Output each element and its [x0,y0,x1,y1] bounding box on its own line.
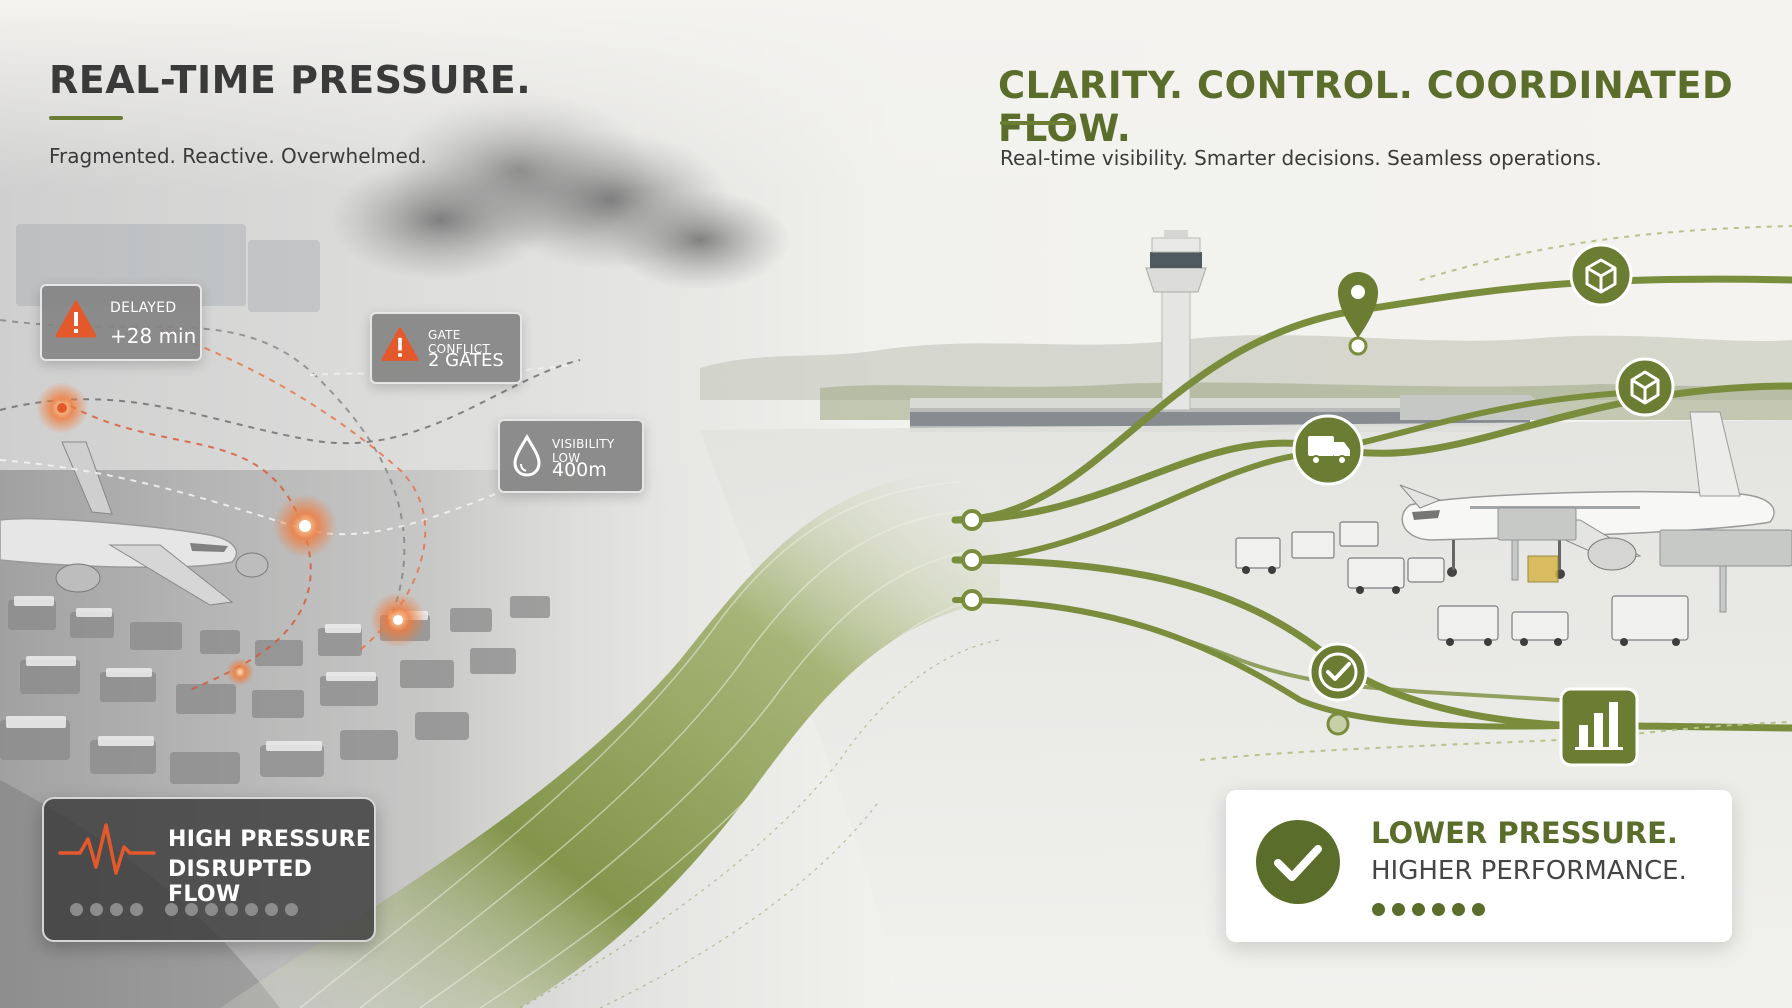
disrupted-flow-line: DISRUPTED FLOW [168,857,313,907]
right-subtitle: Real-time visibility. Smarter decisions.… [1000,146,1602,170]
green-flow-wave [220,470,1001,1008]
left-airplane [0,441,269,606]
bar-chart-icon [1559,687,1639,767]
higher-performance-line: HIGHER PERFORMANCE. [1371,856,1687,886]
right-airplane [1399,411,1775,579]
right-headline: CLARITY. CONTROL. COORDINATED FLOW. [998,64,1734,150]
visibility-label: VISIBILITY LOW [552,437,615,465]
gate-conflict-alert: GATE CONFLICT 2 GATES [370,312,522,384]
delayed-label: DELAYED [110,300,177,316]
check-circle-icon [1256,820,1340,904]
location-pin-icon [1338,272,1378,338]
high-pressure-card: HIGH PRESSURE DISRUPTED FLOW [42,797,376,942]
gate-conflict-label: GATE CONFLICT [428,328,491,356]
right-headline-underline [1000,121,1075,125]
visibility-alert: VISIBILITY LOW 400m [498,419,644,493]
lower-pressure-line: LOWER PRESSURE. [1371,816,1678,850]
left-headline-underline [49,116,123,120]
package-open-icon [1615,357,1675,417]
pressure-dots [70,903,298,916]
performance-dots [1372,903,1485,916]
check-icon [1308,642,1368,702]
high-pressure-line: HIGH PRESSURE [168,827,372,852]
left-subtitle: Fragmented. Reactive. Overwhelmed. [49,144,427,168]
delayed-alert: DELAYED +28 min [40,284,202,361]
heartbeat-icon [58,823,156,875]
water-drop-icon [513,434,541,477]
visibility-value: 400m [552,459,607,481]
left-headline: REAL-TIME PRESSURE. [49,58,532,102]
lower-pressure-card: LOWER PRESSURE. HIGHER PERFORMANCE. [1226,790,1732,942]
package-icon [1569,243,1633,307]
truck-icon [1292,414,1364,486]
gate-conflict-value: 2 GATES [428,350,504,371]
delayed-value: +28 min [110,324,197,348]
warning-icon [55,300,97,338]
left-airport-scene [0,90,790,1008]
warning-icon [381,327,419,361]
flow-nodes [961,336,1368,736]
